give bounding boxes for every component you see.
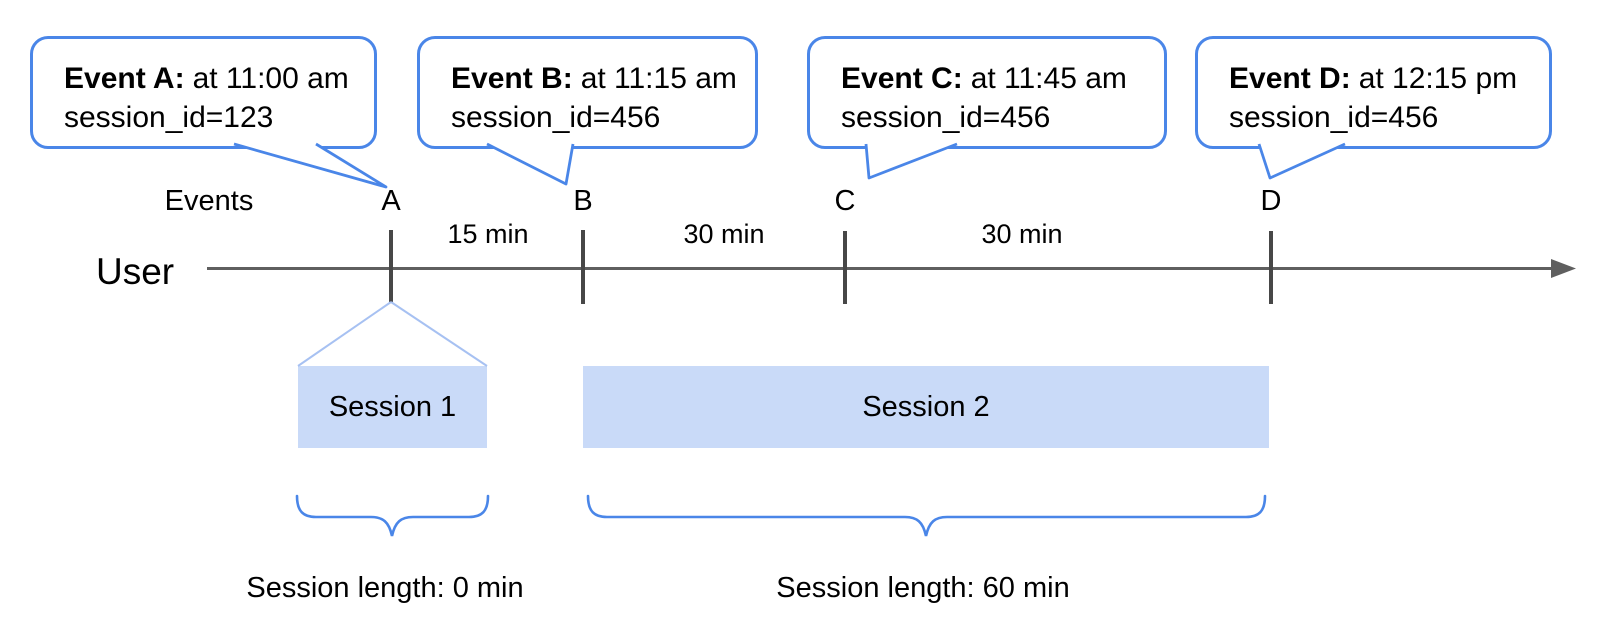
marker-b: B: [573, 185, 593, 217]
callout-event-a: Event A:at 11:00 am session_id=123: [30, 36, 377, 149]
event-a-session-id: session_id=123: [64, 101, 274, 134]
event-c-time: at 11:45 am: [970, 62, 1127, 95]
session-1-length-caption: Session length: 0 min: [246, 572, 524, 604]
bubble-tail-a: [233, 142, 388, 189]
event-c-session-id: session_id=456: [841, 101, 1051, 134]
interval-a-b: 15 min: [447, 219, 529, 249]
session-2-label: Session 2: [862, 390, 990, 423]
interval-b-c: 30 min: [683, 219, 765, 249]
marker-a: A: [381, 185, 401, 217]
bubble-tail-d: [1257, 142, 1346, 180]
event-d-name: Event D:: [1229, 62, 1351, 95]
callout-line-1: Event A:at 11:00 am: [64, 59, 374, 98]
funnel-left-line: [297, 301, 392, 367]
user-axis-label: User: [96, 251, 175, 292]
funnel-right-line: [390, 301, 488, 367]
session-2-box: Session 2: [583, 366, 1269, 448]
session-1-box: Session 1: [298, 366, 487, 448]
marker-c: C: [834, 185, 856, 217]
callout-event-c: Event C:at 11:45 am session_id=456: [807, 36, 1167, 149]
session-2-brace: [586, 494, 1267, 537]
interval-c-d: 30 min: [981, 219, 1063, 249]
callout-line-1: Event D:at 12:15 pm: [1229, 59, 1549, 98]
event-d-session-id: session_id=456: [1229, 101, 1439, 134]
events-row-label: Events: [164, 185, 254, 217]
callout-event-b: Event B:at 11:15 am session_id=456: [417, 36, 758, 149]
event-a-time: at 11:00 am: [192, 62, 349, 95]
event-d-time: at 12:15 pm: [1358, 62, 1518, 95]
bubble-tail-b: [486, 142, 575, 186]
callout-event-d: Event D:at 12:15 pm session_id=456: [1195, 36, 1552, 149]
callout-line-1: Event C:at 11:45 am: [841, 59, 1164, 98]
event-c-name: Event C:: [841, 62, 963, 95]
callout-line-1: Event B:at 11:15 am: [451, 59, 755, 98]
session-2-length-caption: Session length: 60 min: [776, 572, 1070, 604]
event-b-session-id: session_id=456: [451, 101, 661, 134]
marker-d: D: [1260, 185, 1282, 217]
event-b-name: Event B:: [451, 62, 573, 95]
event-b-time: at 11:15 am: [580, 62, 737, 95]
timeline-arrowhead-icon: [1551, 259, 1576, 278]
session-1-brace: [295, 494, 490, 537]
event-a-name: Event A:: [64, 62, 185, 95]
session-1-label: Session 1: [328, 390, 457, 423]
bubble-tail-c: [864, 142, 958, 180]
